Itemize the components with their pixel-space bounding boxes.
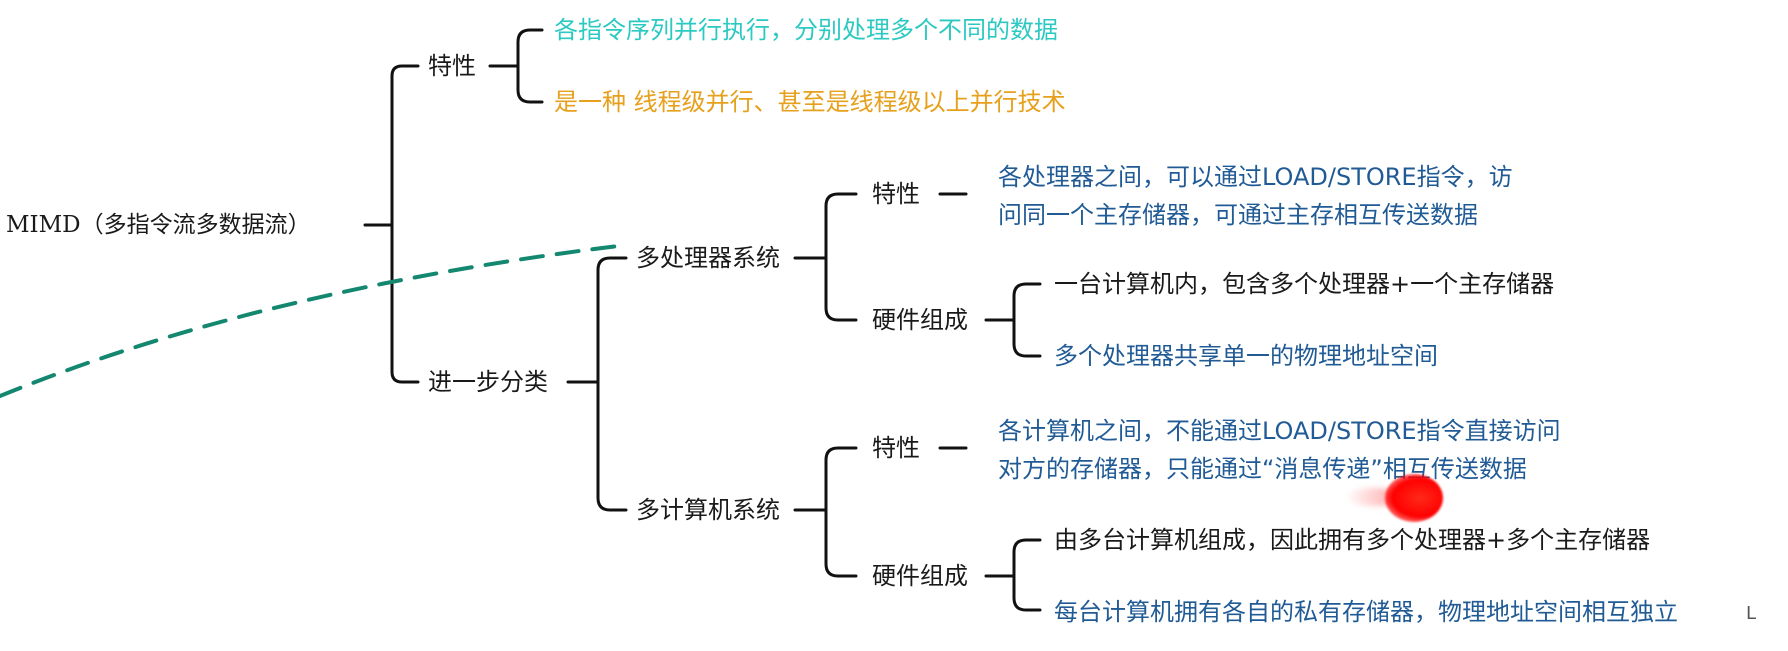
mp-hardware-item-2: 多个处理器共享单一的物理地址空间 (1054, 342, 1438, 370)
mp-features-text-line-2: 问同一个主存储器，可通过主存相互传送数据 (998, 201, 1478, 229)
multiprocessor-bracket (824, 192, 858, 322)
mp-hardware-bracket (1012, 282, 1042, 358)
features-node: 特性 (428, 52, 476, 80)
corner-mark: L (1746, 603, 1757, 624)
mc-hardware-item-1: 由多台计算机组成，因此拥有多个处理器+多个主存储器 (1054, 526, 1651, 554)
dashed-annotation-curve (0, 244, 620, 398)
mp-hardware-node: 硬件组成 (872, 306, 968, 334)
mc-hardware-node: 硬件组成 (872, 562, 968, 590)
mp-features-text: 各处理器之间，可以通过LOAD/STORE指令，访 问同一个主存储器，可通过主存… (998, 158, 1513, 234)
multiprocessor-system-node: 多处理器系统 (636, 244, 780, 272)
features-bracket (516, 28, 544, 104)
further-classification-node: 进一步分类 (428, 368, 548, 396)
mc-features-node: 特性 (872, 434, 920, 462)
root-bracket (390, 64, 420, 384)
mp-features-text-line-1: 各处理器之间，可以通过LOAD/STORE指令，访 (998, 163, 1513, 191)
root-node-mimd: MIMD（多指令流多数据流） (6, 212, 311, 238)
mp-hardware-item-1: 一台计算机内，包含多个处理器+一个主存储器 (1054, 270, 1555, 298)
laser-pointer-dot (1385, 474, 1443, 522)
feature-item-parallel-execution: 各指令序列并行执行，分别处理多个不同的数据 (554, 16, 1058, 44)
mc-hardware-item-2: 每台计算机拥有各自的私有存储器，物理地址空间相互独立 (1054, 598, 1678, 626)
further-bracket (596, 256, 628, 512)
multicomputer-system-node: 多计算机系统 (636, 496, 780, 524)
multicomputer-bracket (824, 446, 858, 578)
mc-features-text-line-2: 对方的存储器，只能通过“消息传递”相互传送数据 (998, 455, 1527, 483)
mc-hardware-bracket (1012, 538, 1042, 612)
feature-item-thread-level: 是一种 线程级并行、甚至是线程级以上并行技术 (554, 88, 1066, 116)
mc-features-text: 各计算机之间，不能通过LOAD/STORE指令直接访问 对方的存储器，只能通过“… (998, 412, 1561, 488)
mp-features-node: 特性 (872, 180, 920, 208)
mc-features-text-line-1: 各计算机之间，不能通过LOAD/STORE指令直接访问 (998, 417, 1561, 445)
